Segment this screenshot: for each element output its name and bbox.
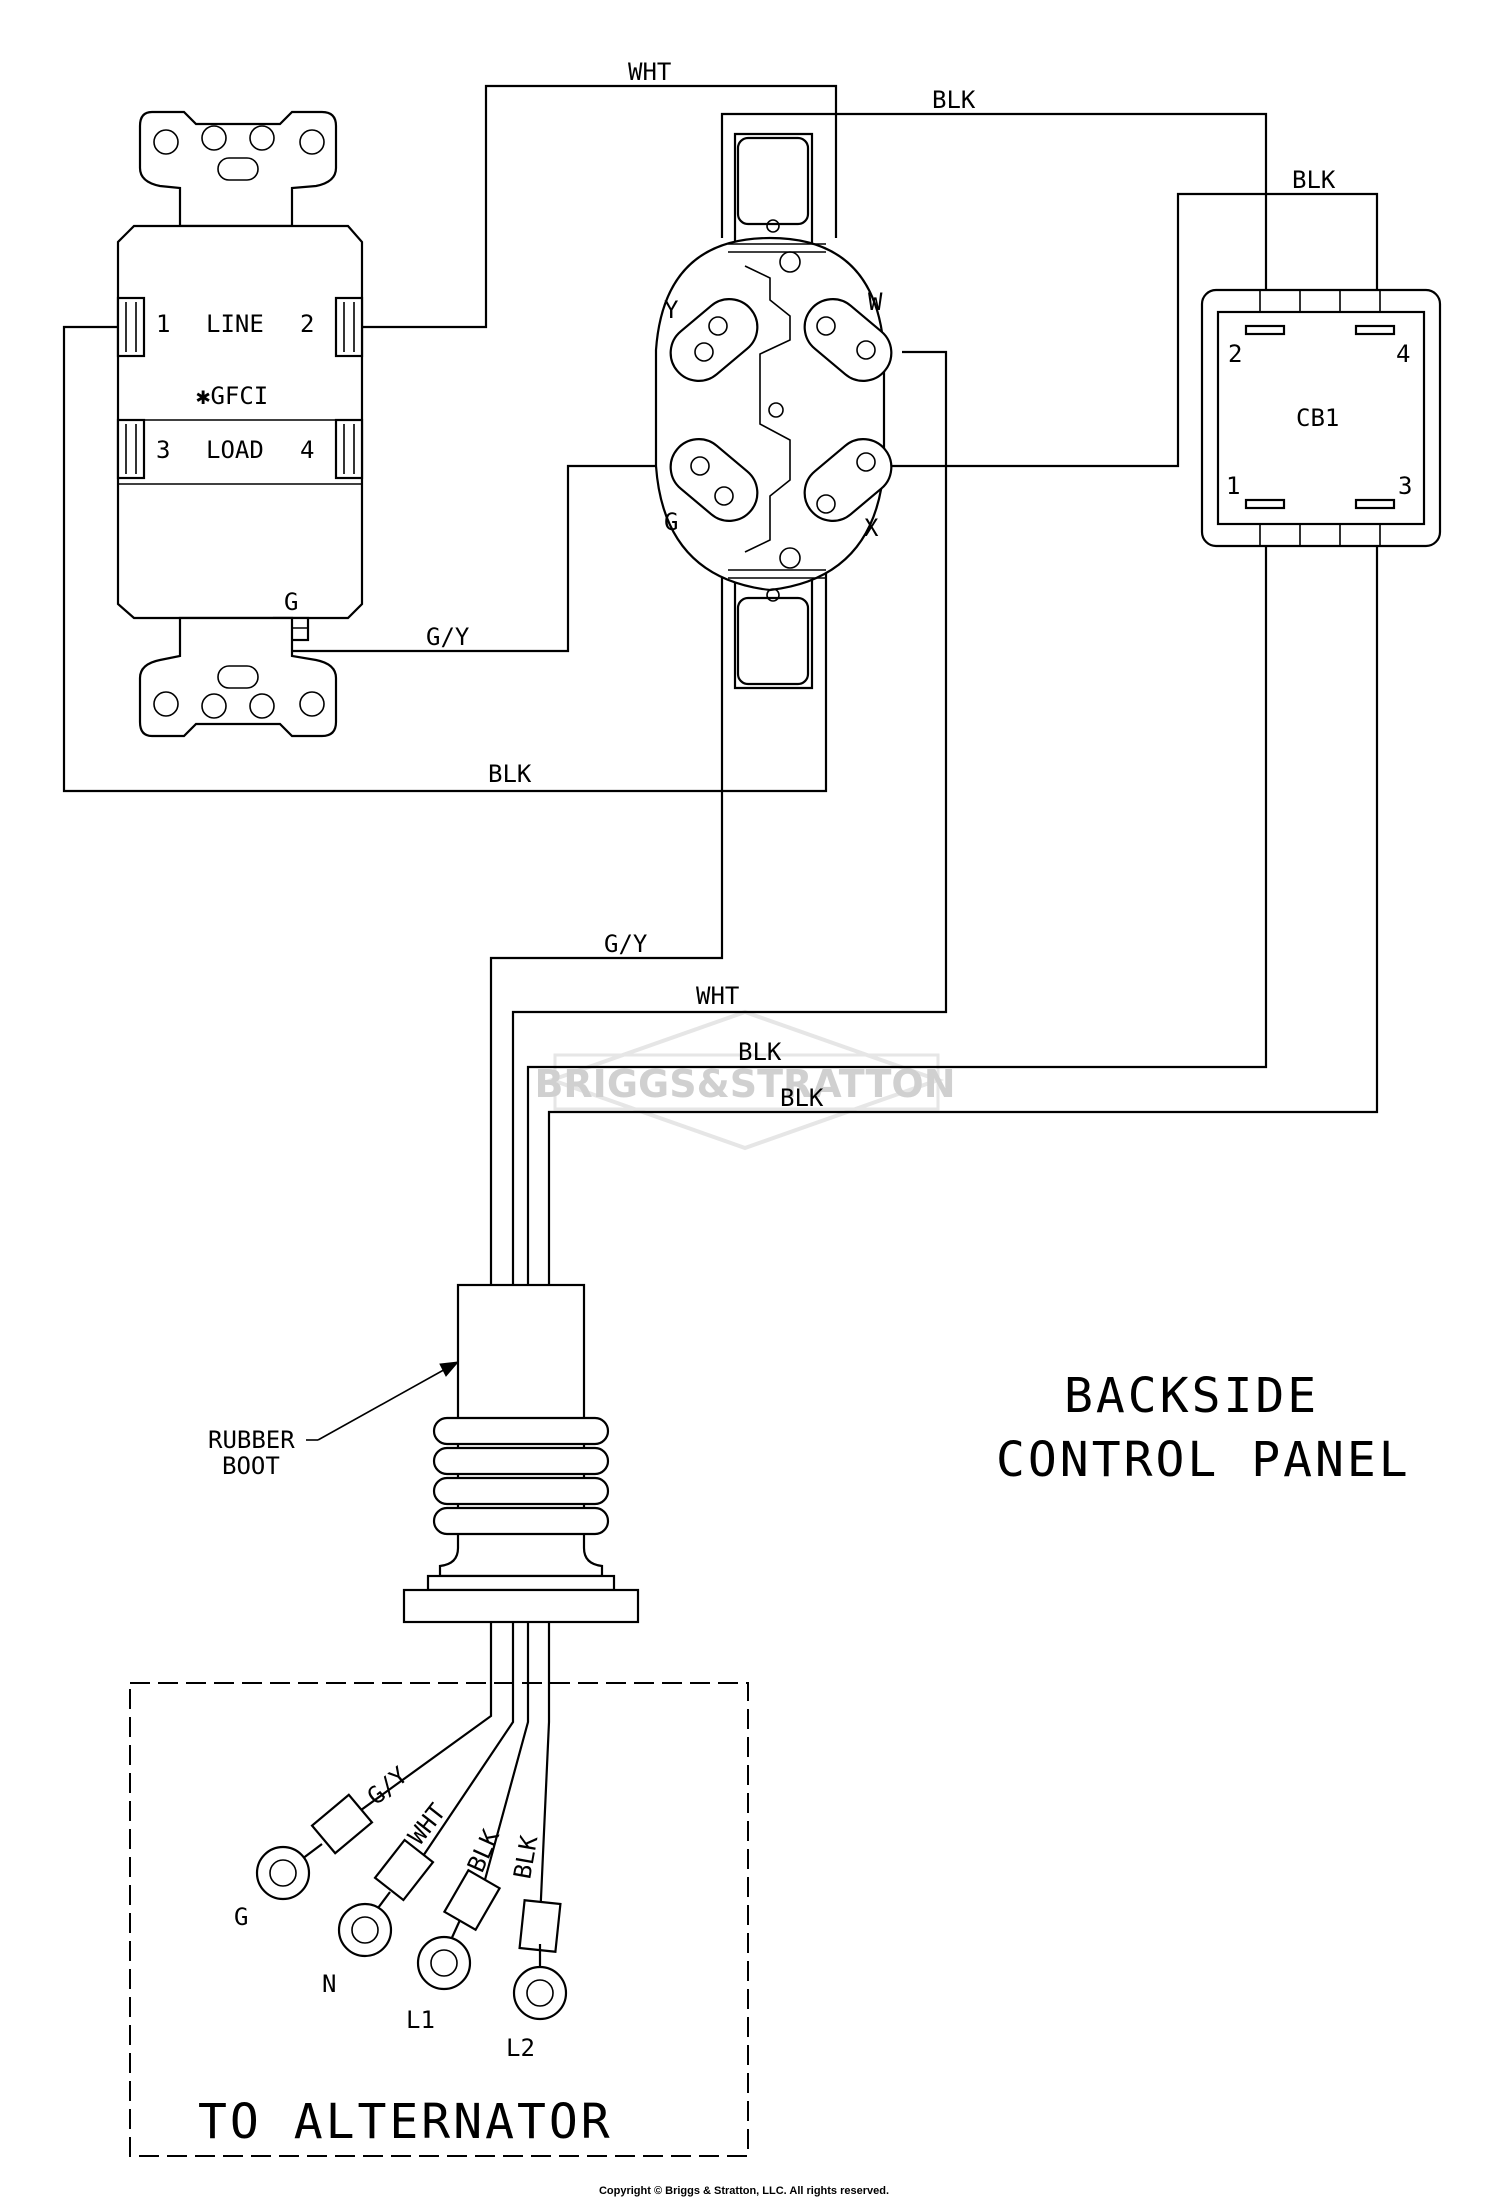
wire-harness-gy [489,562,724,1285]
watermark-text: BRIGGS&STRATTON [534,1062,955,1106]
outlet-label-w: W [868,288,883,316]
cb1-terminal-1: 1 [1226,472,1240,500]
lead-n-terminal [337,1838,435,1958]
outlet-slot-w [803,298,893,382]
wire-outlet-y-blk [720,112,1268,330]
wires [62,84,1379,1285]
alternator-lead-box: G/Y WHT BLK BLK G N L1 L2 TO ALTERNATOR [129,1682,749,2157]
gfci-terminal-1: 1 [156,310,170,338]
label-blk-bottom: BLK [488,760,532,788]
gfci-screw-2 [334,296,364,358]
outlet-label-g: G [664,508,678,536]
wire-cb4-blk [843,192,1379,468]
label-blk-cb: BLK [1292,166,1336,194]
gfci-ground-label: G [284,588,298,616]
to-alternator-label: TO ALTERNATOR [198,2094,613,2150]
lead-term-l2: L2 [506,2034,535,2062]
gfci-line-label: LINE [206,310,264,338]
label-wht-top: WHT [628,58,671,86]
gfci-type-label: ✱GFCI [196,382,268,410]
wire-harness-blk1 [526,538,1268,1285]
boot-leader-line [317,1361,459,1441]
label-blk-harness-1: BLK [738,1038,782,1066]
gfci-receptacle: 1 LINE 2 ✱GFCI 3 LOAD 4 G [116,110,364,738]
cb1-terminal-4: 4 [1396,340,1410,368]
lead-l1-terminal [416,1868,502,1991]
gfci-terminal-3: 3 [156,436,170,464]
wire-gfci-ground-gy [290,464,700,653]
gfci-load-label: LOAD [206,436,264,464]
lead-label-wht: WHT [403,1798,452,1849]
label-blk-top: BLK [932,86,976,114]
cb1-terminal-2: 2 [1228,340,1242,368]
diagram-title-line1: BACKSIDE [1064,1368,1319,1424]
wire-gfci-line2-wht [338,84,838,329]
watermark: BRIGGS&STRATTON [534,1009,956,1151]
wire-harness-blk2 [547,538,1379,1285]
label-blk-harness-2: BLK [780,1084,824,1112]
cb1-terminal-3: 3 [1398,472,1412,500]
label-gy-harness: G/Y [604,930,648,958]
outlet-slot-y [669,298,759,382]
gfci-screw-3 [116,418,146,480]
copyright-notice: Copyright © Briggs & Stratton, LLC. All … [599,2185,889,2197]
wire-labels: WHT BLK BLK G/Y BLK G/Y WHT BLK BLK [426,58,1336,1112]
gfci-screw-1 [116,296,146,358]
gfci-screw-4 [334,418,364,480]
wire-gfci-line1-blk [62,325,828,793]
cb1-name: CB1 [1296,404,1339,432]
outlet-label-y: Y [664,296,679,324]
rubber-boot: RUBBER BOOT [208,1283,640,1700]
boot-label-line1: RUBBER [208,1426,295,1454]
lead-g-terminal [255,1793,374,1901]
outlet-label-x: X [864,514,879,542]
lead-term-l1: L1 [406,2006,435,2034]
diagram-title-line2: CONTROL PANEL [996,1432,1411,1488]
gfci-terminal-4: 4 [300,436,314,464]
wire-harness-wht [511,350,948,1285]
label-gy-gfci: G/Y [426,623,470,651]
lead-term-n: N [322,1970,336,1998]
gfci-terminal-2: 2 [300,310,314,338]
label-wht-harness: WHT [696,982,739,1010]
outlet-slot-x [803,438,893,522]
lead-label-blk2: BLK [508,1833,543,1881]
boot-label-line2: BOOT [222,1452,280,1480]
outlet-slot-g [669,438,759,522]
lead-l2-terminal [512,1899,568,2021]
circuit-breaker-cb1: 2 4 CB1 1 3 [1200,288,1442,548]
lead-term-g: G [234,1903,248,1931]
twist-lock-outlet: Y W G X [654,132,893,690]
